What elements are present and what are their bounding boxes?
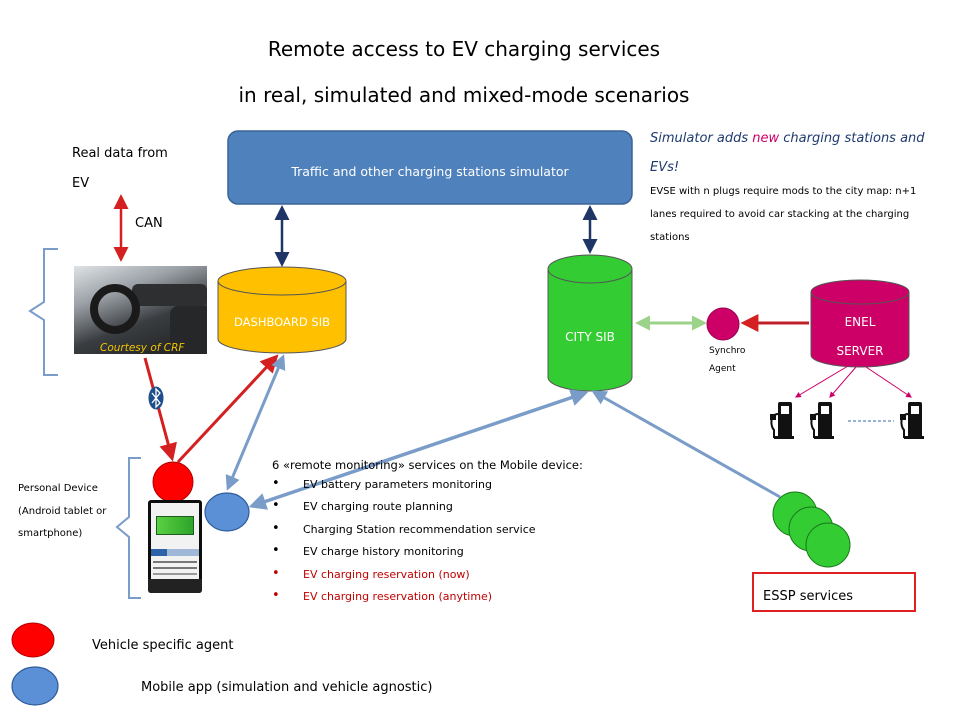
- photo-credit: Courtesy of CRF: [100, 342, 185, 354]
- enel-server-cylinder: [810, 279, 910, 368]
- dashboard-sib-cylinder: [217, 266, 347, 354]
- ev-charging-station-icon: [810, 402, 834, 439]
- ev-charging-station-icon: [900, 402, 924, 439]
- title-line-2: in real, simulated and mixed-mode scenar…: [238, 83, 690, 107]
- city-sib-cylinder: [547, 254, 633, 392]
- service-item-highlight: •EV charging reservation (anytime): [272, 587, 493, 603]
- title-line-1: Remote access to EV charging services: [267, 37, 661, 61]
- smartphone-image: [148, 500, 202, 593]
- real-data-label-line-2: EV: [72, 176, 90, 191]
- dashboard-sib-label: DASHBOARD SIB: [234, 315, 330, 329]
- synchro-agent-label-line-1: Synchro: [709, 346, 746, 356]
- simulator-box: [227, 130, 633, 205]
- legend-mobile-app-label: Mobile app (simulation and vehicle agnos…: [141, 680, 433, 695]
- services-header: 6 «remote monitoring» services on the Mo…: [272, 458, 583, 472]
- legend-vehicle-agent-icon: [11, 622, 55, 658]
- essp-node-3: [805, 522, 851, 568]
- essp-services-label: ESSP services: [763, 589, 854, 604]
- car-interior-photo: Courtesy of CRF: [74, 266, 207, 354]
- simulator-note-line-1: Simulator adds new charging stations and: [650, 131, 925, 146]
- simulator-note-line-5: stations: [650, 232, 690, 243]
- service-item: •EV charging route planning: [272, 498, 453, 514]
- arrow-enel-station-2: [829, 366, 857, 398]
- personal-device-label-line-2: (Android tablet or: [18, 506, 107, 517]
- arrow-essp-city: [591, 390, 781, 499]
- city-sib-label: CITY SIB: [565, 330, 615, 344]
- arrow-enel-station-1: [794, 365, 849, 398]
- personal-device-label-line-1: Personal Device: [18, 483, 98, 494]
- essp-services-box: [752, 572, 916, 612]
- mobile-app-node: [204, 492, 250, 532]
- simulator-note-line-4: lanes required to avoid car stacking at …: [650, 209, 910, 220]
- real-data-label-line-1: Real data from: [72, 146, 168, 161]
- service-item: •EV charge history monitoring: [272, 543, 464, 559]
- legend-mobile-app-icon: [11, 666, 59, 706]
- legend-vehicle-agent-label: Vehicle specific agent: [92, 638, 234, 653]
- services-list: 6 «remote monitoring» services on the Mo…: [272, 458, 583, 612]
- brace-personal-device: [115, 457, 141, 599]
- simulator-label: Traffic and other charging stations simu…: [291, 164, 569, 179]
- personal-device-label-line-3: smartphone): [18, 528, 83, 539]
- simulator-note-line-3: EVSE with n plugs require mods to the ci…: [650, 186, 917, 197]
- vehicle-agent-node: [152, 461, 194, 503]
- synchro-agent-node: [706, 307, 740, 341]
- ev-charging-station-icon: [770, 402, 794, 439]
- service-item: •EV battery parameters monitoring: [272, 476, 492, 491]
- enel-server-label-line-2: SERVER: [836, 344, 884, 358]
- enel-server-label-line-1: ENEL: [844, 315, 876, 329]
- service-item-highlight: •EV charging reservation (now): [272, 565, 470, 581]
- service-item: •Charging Station recommendation service: [272, 520, 536, 536]
- simulator-note-line-2: EVs!: [650, 160, 680, 175]
- arrow-mobile-city: [248, 389, 589, 510]
- brace-real-data: [28, 248, 58, 376]
- synchro-agent-label-line-2: Agent: [709, 364, 736, 374]
- bluetooth-icon: [148, 386, 164, 410]
- can-label: CAN: [135, 216, 163, 231]
- arrow-enel-station-3: [865, 366, 912, 398]
